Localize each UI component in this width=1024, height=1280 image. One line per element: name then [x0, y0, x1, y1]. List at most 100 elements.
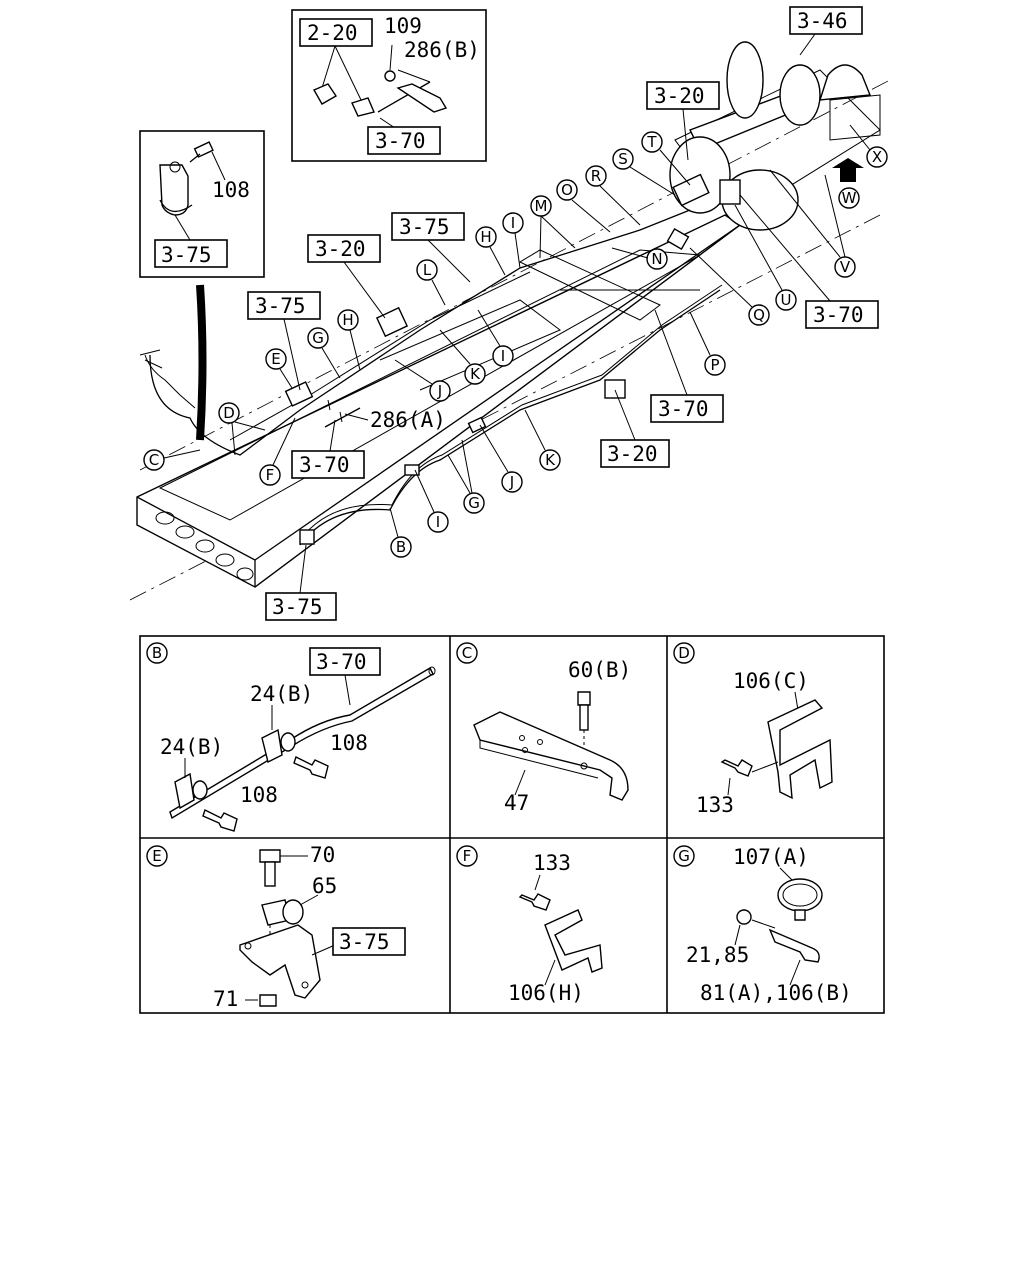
bolt — [293, 756, 329, 779]
detail-letter: D — [678, 644, 690, 662]
bolt — [264, 861, 276, 887]
callout-K: K — [439, 329, 486, 385]
ref-box: 3-46 — [789, 6, 863, 56]
svg-text:G: G — [468, 494, 480, 512]
inset-top-left: 108 3-75 — [139, 130, 265, 278]
hose — [196, 284, 207, 441]
svg-text:F: F — [266, 466, 275, 484]
callout-I: I — [414, 469, 449, 533]
ref-label: 3-75 — [339, 930, 390, 954]
detail-E: E 70 65 3-75 71 — [146, 843, 406, 1011]
nut — [259, 994, 277, 1007]
callout-M: M — [530, 195, 576, 259]
svg-text:P: P — [710, 356, 719, 374]
ref-label: 3-20 — [654, 84, 705, 108]
inset-top-center: 2-20 109 286(B) 3-70 — [291, 9, 487, 162]
direction-arrow — [832, 158, 864, 182]
valve — [819, 64, 871, 101]
svg-text:W: W — [842, 189, 857, 207]
svg-text:Q: Q — [753, 306, 765, 324]
detail-grid — [139, 635, 885, 1014]
ref-label: 3-20 — [607, 442, 658, 466]
callout-I: I — [477, 309, 514, 367]
svg-text:I: I — [511, 214, 515, 232]
bolt — [720, 759, 753, 777]
callout-Q: Q — [689, 247, 770, 326]
part-label: 108 — [212, 178, 250, 202]
ref-label: 3-75 — [272, 595, 323, 619]
callout-I: I — [502, 212, 524, 269]
callout-T: T — [641, 131, 691, 186]
svg-text:X: X — [872, 148, 882, 166]
bolt — [518, 893, 551, 911]
brake-pipe — [169, 667, 434, 820]
detail-D: D 106(C) 133 — [673, 642, 833, 817]
svg-text:I: I — [501, 347, 505, 365]
ref-label: 3-70 — [813, 303, 864, 327]
callout-U: U — [734, 204, 797, 311]
part-label: 21,85 — [686, 943, 749, 967]
bracket — [239, 924, 321, 999]
detail-letter: C — [462, 644, 472, 662]
ref-label: 3-70 — [375, 129, 426, 153]
svg-text:H: H — [342, 311, 353, 329]
clip-bracket — [159, 164, 189, 216]
part-label: 24(B) — [160, 735, 223, 759]
callout-S: S — [612, 148, 676, 196]
svg-text:O: O — [561, 181, 573, 199]
part-label: 81(A),106(B) — [700, 981, 852, 1005]
callout-H: H — [475, 226, 506, 276]
bracket — [767, 699, 833, 800]
callout-H: H — [337, 309, 361, 371]
callout-E: E — [265, 348, 293, 389]
svg-text:D: D — [223, 404, 235, 422]
callout-N: N — [611, 247, 668, 270]
detail-letter: F — [463, 847, 472, 865]
bolt — [202, 809, 238, 832]
clip — [313, 83, 337, 105]
svg-text:E: E — [271, 350, 280, 368]
callout-V: V — [769, 169, 856, 278]
ref-box: 3-20 — [646, 81, 720, 161]
part-label: 107(A) — [733, 845, 809, 869]
svg-text:J: J — [437, 382, 442, 400]
callout-B: B — [389, 507, 412, 558]
svg-text:C: C — [149, 451, 159, 469]
part-label: 133 — [533, 851, 571, 875]
detail-C: C 60(B) 47 — [456, 642, 631, 815]
callout-C: C — [143, 449, 201, 471]
ref-box: 3-75 — [265, 544, 337, 621]
nut — [384, 70, 396, 82]
ref-label: 3-70 — [299, 453, 350, 477]
cylinder — [726, 41, 764, 119]
ref-label: 2-20 — [307, 21, 358, 45]
ref-box: 3-75 — [247, 291, 321, 391]
bolt — [579, 704, 589, 731]
part-label: 106(H) — [508, 981, 584, 1005]
bracket — [544, 909, 603, 973]
callout-O: O — [556, 179, 611, 233]
ref-label: 3-75 — [161, 243, 212, 267]
ref-box — [154, 239, 228, 268]
part-label: 108 — [330, 731, 368, 755]
bracket — [473, 711, 629, 801]
callout-J: J — [479, 424, 523, 493]
callouts: T S R O M I H L H G E D C F N Q U V W X … — [143, 124, 888, 558]
svg-text:S: S — [618, 150, 628, 168]
callout-K: K — [524, 409, 561, 471]
svg-text:R: R — [591, 167, 601, 185]
callout-L: L — [416, 259, 446, 306]
ref-box: 3-75 — [391, 212, 471, 283]
ref-label: 3-70 — [316, 650, 367, 674]
callout-F: F — [259, 417, 296, 486]
callout-P: P — [689, 311, 726, 376]
ref-box: 3-70 — [291, 419, 365, 479]
part-label: 70 — [310, 843, 335, 867]
callout-R: R — [585, 165, 641, 226]
ref-box: 3-20 — [600, 389, 670, 468]
svg-text:M: M — [535, 197, 548, 215]
frame-assembly — [129, 41, 891, 601]
ref-box: 3-20 — [307, 234, 386, 319]
svg-text:G: G — [312, 329, 324, 347]
